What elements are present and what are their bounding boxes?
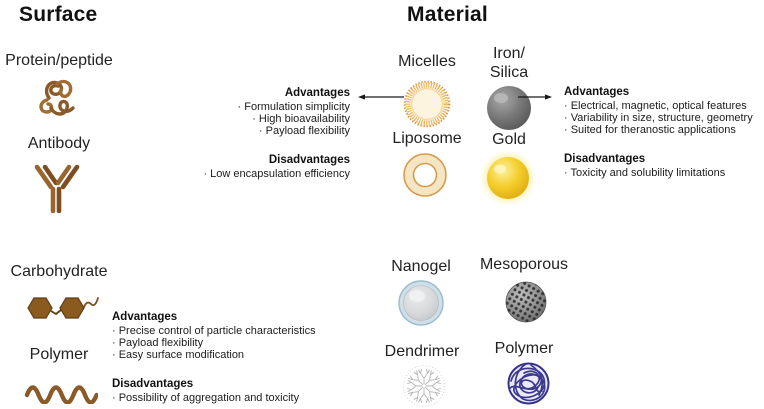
gold-sphere-icon: [480, 150, 536, 206]
antibody-label: Antibody: [27, 135, 91, 152]
liposome-label: Liposome: [392, 130, 462, 147]
carbohydrate-label: Carbohydrate: [10, 263, 108, 280]
advantages-list: · Electrical, magnetic, optical features…: [564, 100, 764, 137]
bullet-item: · Variability in size, structure, geomet…: [564, 112, 753, 125]
bullet-item: · Possibility of aggregation and toxicit…: [112, 391, 300, 404]
polymer-tangle-icon: [507, 362, 550, 405]
antibody-y-icon: [34, 164, 80, 214]
bullet-item: · High bioavailability: [252, 113, 350, 126]
liposome-ring-icon: [403, 153, 447, 197]
disadvantages-list: · Possibility of aggregation and toxicit…: [112, 392, 362, 404]
arrow-left-icon: [358, 94, 404, 100]
surface-polymer-label: Polymer: [29, 346, 89, 363]
iron-silica-label-line2: Silica: [489, 64, 529, 81]
surface-heading: Surface: [19, 3, 98, 26]
advantages-title: Advantages: [284, 87, 350, 99]
bullet-item: · Easy surface modification: [112, 349, 245, 362]
disadvantages-list: · Toxicity and solubility limitations: [564, 167, 764, 179]
inorganic-pros-cons: Advantages · Electrical, magnetic, optic…: [564, 86, 764, 179]
advantages-title: Advantages: [112, 311, 178, 323]
disadvantages-title: Disadvantages: [564, 152, 646, 165]
bullet-item: · Formulation simplicity: [237, 101, 350, 113]
bullet-item: · Precise control of particle characteri…: [112, 325, 316, 337]
nanogel-label: Nanogel: [391, 258, 451, 275]
bullet-item: · Payload flexibility: [258, 125, 350, 138]
disadvantages-title: Disadvantages: [268, 153, 350, 166]
advantages-list: · Formulation simplicity· High bioavaila…: [140, 101, 350, 138]
mesoporous-sphere-icon: [505, 281, 547, 323]
micelle-ring-icon: [403, 80, 451, 128]
carbohydrate-hexagons-icon: [27, 297, 99, 319]
bullet-item: · Low encapsulation efficiency: [203, 167, 350, 180]
protein-peptide-label: Protein/peptide: [5, 52, 113, 69]
advantages-title: Advantages: [564, 86, 630, 98]
bullet-item: · Electrical, magnetic, optical features: [564, 100, 747, 112]
dendrimer-label: Dendrimer: [384, 343, 460, 360]
polymer-wave-icon: [24, 385, 98, 404]
protein-squiggle-icon: [39, 79, 75, 116]
disadvantages-title: Disadvantages: [112, 377, 194, 390]
iron-silica-label-line1: Iron/: [492, 45, 525, 62]
dendrimer-branch-icon: [403, 365, 445, 407]
bullet-item: · Suited for theranostic applications: [564, 124, 736, 137]
material-heading: Material: [407, 3, 488, 26]
organic-pros-cons: Advantages · Formulation simplicity· Hig…: [140, 87, 350, 180]
arrow-right-icon: [518, 94, 552, 100]
disadvantages-list: · Low encapsulation efficiency: [140, 168, 350, 180]
gold-label: Gold: [492, 131, 526, 148]
material-polymer-label: Polymer: [494, 340, 554, 357]
micelles-label: Micelles: [398, 53, 456, 70]
mesoporous-label: Mesoporous: [479, 256, 569, 273]
bullet-item: · Payload flexibility: [112, 337, 204, 350]
nanogel-sphere-icon: [398, 280, 444, 326]
bullet-item: · Toxicity and solubility limitations: [564, 166, 726, 179]
surface-pros-cons: Advantages · Precise control of particle…: [112, 311, 362, 404]
advantages-list: · Precise control of particle characteri…: [112, 325, 362, 362]
iron-silica-label: Iron/ Silica: [472, 44, 546, 82]
